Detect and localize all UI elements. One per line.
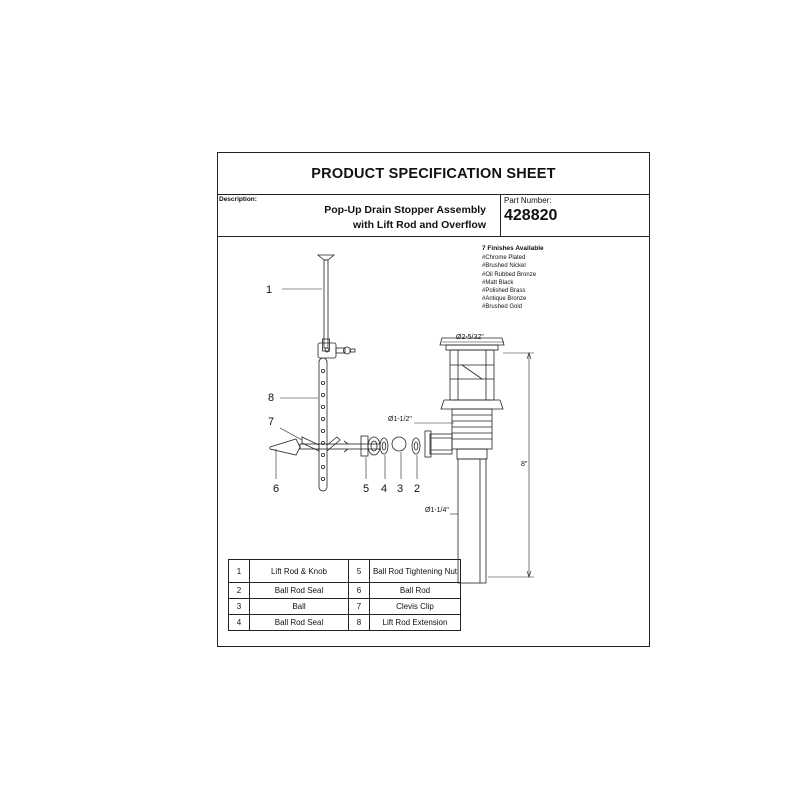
part-number-cell: 2 xyxy=(228,582,250,599)
part-number-cell: Part Number: 428820 xyxy=(500,195,651,237)
part-number-cell: 5 xyxy=(348,559,370,583)
sheet-title: PRODUCT SPECIFICATION SHEET xyxy=(311,165,556,182)
description-line-2: with Lift Rod and Overflow xyxy=(353,219,486,231)
finish-item: #Matt Black xyxy=(482,279,514,286)
finish-item: #Brushed Nickel xyxy=(482,263,526,270)
description-row: Description: Pop-Up Drain Stopper Assemb… xyxy=(218,195,649,237)
spec-sheet: PRODUCT SPECIFICATION SHEET Description:… xyxy=(217,152,650,647)
part-number-cell: 8 xyxy=(348,614,370,631)
part-number-label: Part Number: xyxy=(504,196,552,205)
callout-6: 6 xyxy=(273,483,279,495)
tail-diameter-label: Ø1-1/4" xyxy=(425,507,449,514)
part-number-cell: 1 xyxy=(228,559,250,583)
callout-1: 1 xyxy=(266,284,272,296)
callout-5: 5 xyxy=(363,483,369,495)
part-name-cell: Ball Rod Seal xyxy=(249,582,349,599)
parts-table: 1 Lift Rod & Knob 5 Ball Rod Tightening … xyxy=(228,559,461,631)
part-number-cell: 3 xyxy=(228,598,250,615)
lift-rod-drawing xyxy=(316,254,336,352)
part-name-cell: Ball Rod Seal xyxy=(249,614,349,631)
drain-body-drawing xyxy=(424,337,505,584)
lift-rod-extension-drawing xyxy=(318,357,328,492)
finishes-heading: 7 Finishes Available xyxy=(482,245,544,252)
callout-4: 4 xyxy=(381,483,387,495)
callout-3: 3 xyxy=(397,483,403,495)
overall-height-label: 8" xyxy=(521,461,528,468)
part-number-cell: 6 xyxy=(348,582,370,599)
ball-rod-drawing xyxy=(269,438,381,456)
part-number-value: 428820 xyxy=(504,207,558,224)
part-name-cell: Clevis Clip xyxy=(369,598,461,615)
callout-2: 2 xyxy=(414,483,420,495)
table-row: 3 Ball 7 Clevis Clip xyxy=(228,598,461,615)
part-name-cell: Lift Rod Extension xyxy=(369,614,461,631)
finish-item: #Polished Brass xyxy=(482,288,526,295)
ball-drawing xyxy=(391,436,407,452)
dimension-lines xyxy=(414,341,534,578)
part-name-cell: Lift Rod & Knob xyxy=(249,559,349,583)
table-row: 1 Lift Rod & Knob 5 Ball Rod Tightening … xyxy=(228,559,461,583)
finish-item: #Chrome Plated xyxy=(482,255,526,262)
description-label: Description: xyxy=(219,196,257,203)
finish-item: #Oil Rubbed Bronze xyxy=(482,271,537,278)
description-line-1: Pop-Up Drain Stopper Assembly xyxy=(324,204,486,216)
drain-assembly-diagram: 1 8 7 6 5 4 3 2 Ø2-5/32" Ø1-1/2" Ø1-1/4"… xyxy=(266,254,534,584)
part-name-cell: Ball Rod xyxy=(369,582,461,599)
description-text: Pop-Up Drain Stopper Assembly with Lift … xyxy=(324,203,486,233)
clevis-clip-drawing xyxy=(301,436,341,452)
part-name-cell: Ball Rod Tightening Nut xyxy=(369,559,461,583)
part-number-cell: 4 xyxy=(228,614,250,631)
callout-7: 7 xyxy=(268,416,274,428)
tightening-nut-drawing xyxy=(360,435,381,457)
callout-8: 8 xyxy=(268,392,274,404)
flange-diameter-label: Ø2-5/32" xyxy=(456,334,484,341)
finish-item: #Brushed Gold xyxy=(482,304,523,311)
thread-diameter-label: Ø1-1/2" xyxy=(388,416,412,423)
part-name-cell: Ball xyxy=(249,598,349,615)
table-row: 2 Ball Rod Seal 6 Ball Rod xyxy=(228,582,461,599)
table-row: 4 Ball Rod Seal 8 Lift Rod Extension xyxy=(228,614,461,631)
title-row: PRODUCT SPECIFICATION SHEET xyxy=(218,153,649,195)
part-number-cell: 7 xyxy=(348,598,370,615)
finish-item: #Antique Bronze xyxy=(482,296,527,303)
finishes-list: 7 Finishes Available #Chrome Plated #Bru… xyxy=(482,245,544,312)
ball-rod-seal-drawing xyxy=(379,437,389,455)
clevis-strap-drawing xyxy=(317,342,356,359)
ball-rod-seal-2-drawing xyxy=(411,437,421,455)
leader-lines xyxy=(275,288,418,479)
